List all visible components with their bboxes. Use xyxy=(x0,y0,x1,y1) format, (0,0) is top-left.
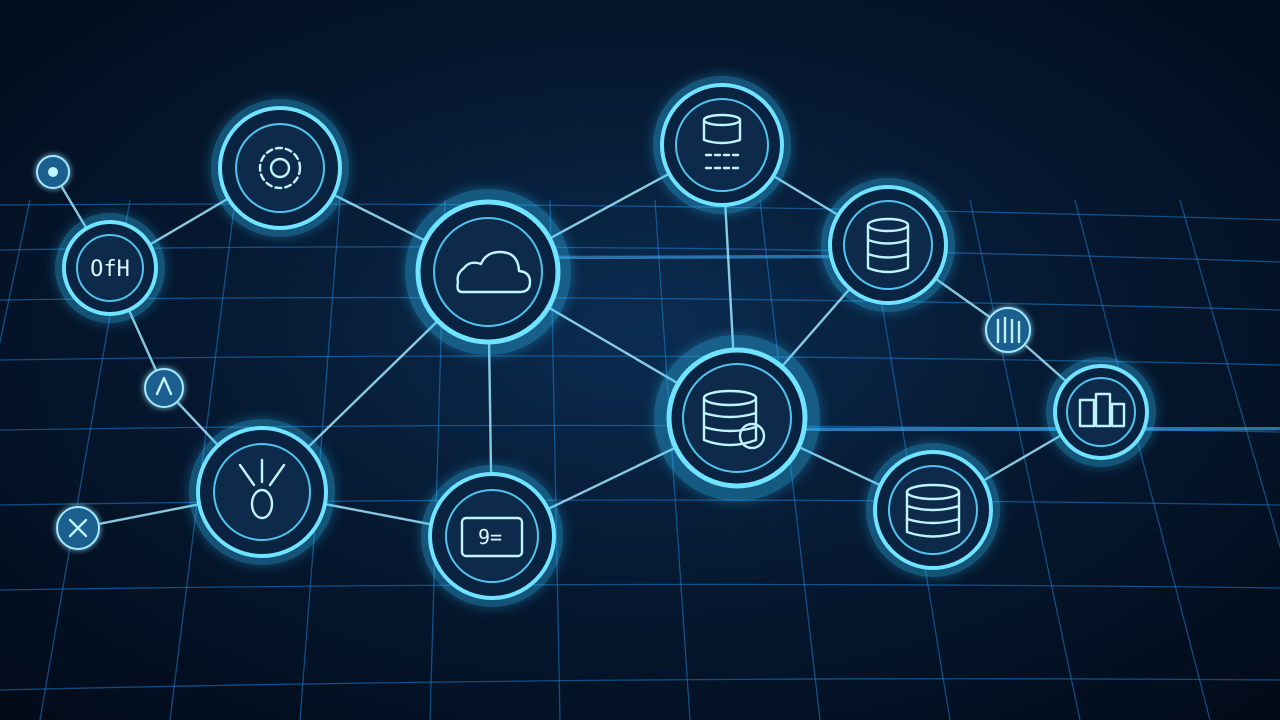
database-icon xyxy=(702,389,766,450)
id-card-label: 9= xyxy=(478,525,502,549)
database-icon xyxy=(866,217,910,274)
database-node-top xyxy=(653,76,791,214)
left-node-label: OfH xyxy=(90,257,130,282)
cloud-icon xyxy=(456,250,532,294)
database-node-center xyxy=(654,335,820,501)
servers-node xyxy=(1046,357,1156,467)
database-node-lower-right xyxy=(866,443,1000,577)
left-node: OfH xyxy=(55,213,165,323)
database-node-right xyxy=(821,178,955,312)
id-card-node: 9= xyxy=(421,465,563,607)
bulb-node xyxy=(189,419,335,565)
satellite-node-4 xyxy=(985,307,1031,353)
satellite-node-2 xyxy=(144,368,184,408)
database-icon xyxy=(702,113,742,170)
cloud-node xyxy=(405,189,571,355)
satellite-node-3 xyxy=(56,506,100,550)
bulb-icon xyxy=(238,458,286,520)
satellite-node-1 xyxy=(36,155,70,189)
id-card-icon xyxy=(460,516,524,558)
gear-icon xyxy=(258,146,302,190)
gear-node xyxy=(211,99,349,237)
database-icon xyxy=(905,483,961,538)
servers-icon xyxy=(1078,392,1126,428)
